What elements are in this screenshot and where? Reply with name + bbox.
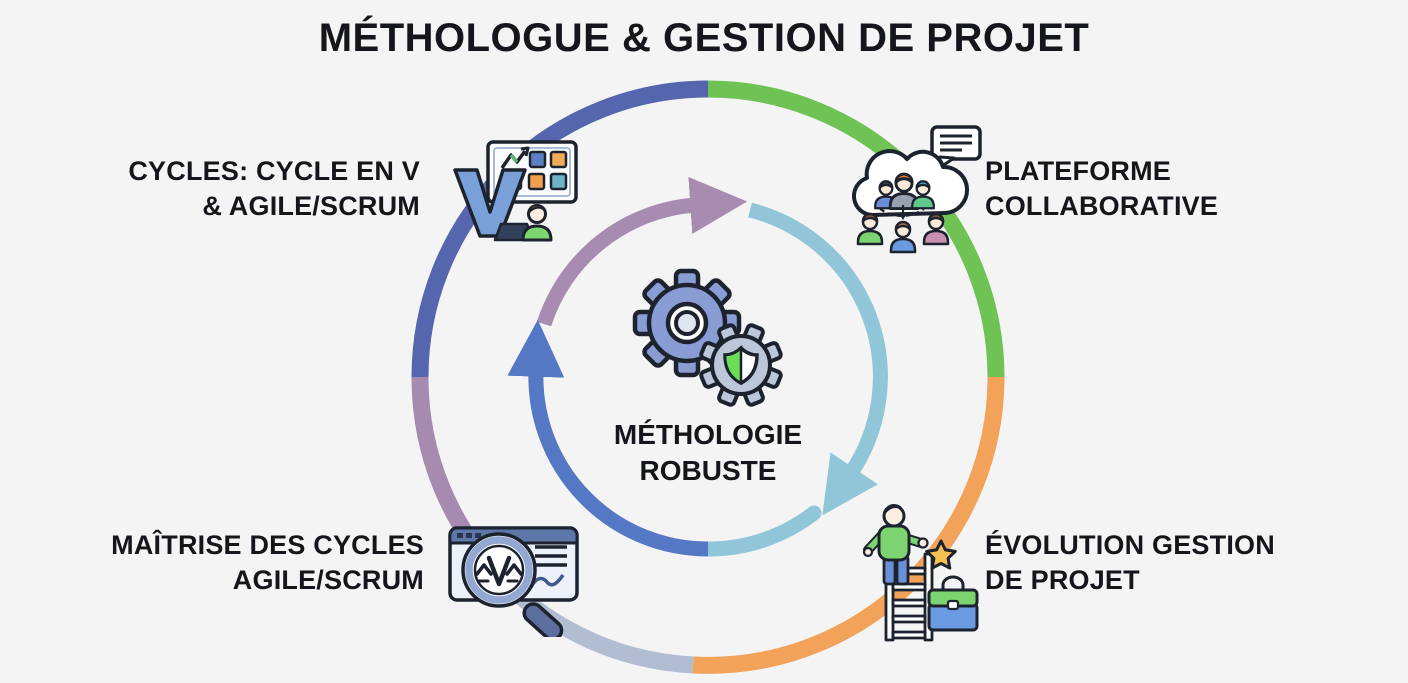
briefcase-icon — [927, 575, 979, 632]
inner-arrow-teal — [748, 202, 888, 516]
node-label-evolution-gestion: ÉVOLUTION GESTION DE PROJET — [985, 528, 1275, 598]
magnifier-review-icon — [448, 526, 579, 637]
node-label-line2: & AGILE/SCRUM — [202, 191, 420, 221]
node-label-line1: CYCLES: CYCLE EN V — [128, 156, 420, 186]
share-connectors — [879, 205, 925, 220]
letter-v-glyph — [453, 168, 527, 238]
center-label-line1: MÉTHOLOGIE — [613, 419, 803, 450]
v-cycle-dashboard-icon — [453, 140, 578, 242]
gear-small — [699, 323, 783, 407]
briefcase-handle — [941, 575, 965, 590]
speech-bubble-lines — [940, 134, 972, 152]
trend-line — [529, 574, 565, 588]
cloud-team — [874, 172, 935, 210]
person-hair-2 — [882, 503, 903, 516]
center-label-line2: ROBUSTE — [639, 455, 777, 486]
distributed-team — [856, 212, 950, 254]
node-label-line2: DE PROJET — [985, 565, 1140, 595]
node-label-line1: PLATEFORME — [985, 156, 1171, 186]
page-title: MÉTHOLOGUE & GESTION DE PROJET — [318, 16, 1090, 60]
person-green — [856, 212, 884, 246]
titlebar-dots — [457, 533, 481, 538]
document-lines — [535, 545, 567, 567]
person-teal-cap — [911, 180, 935, 210]
node-label-cycles-v-agile: CYCLES: CYCLE EN V & AGILE/SCRUM — [128, 154, 420, 224]
inner-arrow-blue — [507, 319, 709, 557]
v-cycle-glyphs — [475, 555, 523, 587]
center-label: MÉTHOLOGIE ROBUSTE — [508, 417, 908, 489]
tile-orange-2 — [527, 172, 546, 191]
tile-orange — [549, 150, 568, 169]
magnifier-handle — [522, 602, 564, 637]
inner-arrow-purple — [536, 176, 748, 327]
gears-shield-icon — [632, 268, 783, 407]
person-hand-right — [917, 537, 929, 549]
tile-teal — [549, 172, 568, 191]
down-arrow — [899, 213, 907, 220]
person-blue-2 — [889, 220, 917, 254]
node-label-maitrise-cycles: MAÎTRISE DES CYCLES AGILE/SCRUM — [111, 528, 424, 598]
gear-large-hub-center — [674, 310, 700, 336]
node-label-line1: MAÎTRISE DES CYCLES — [111, 530, 424, 560]
person-hand-left — [862, 546, 874, 558]
climbing-person — [862, 503, 929, 586]
cloud-collaboration-icon — [852, 125, 982, 254]
magnifier-rim — [465, 536, 533, 604]
person-pink — [922, 212, 950, 246]
person-torso — [877, 524, 911, 562]
briefcase-latch — [946, 599, 960, 611]
tile-blue — [528, 150, 547, 169]
node-label-plateforme-collaborative: PLATEFORME COLLABORATIVE — [985, 154, 1218, 224]
shield-green-half — [723, 344, 743, 386]
inner-cycle-arrows — [507, 176, 888, 557]
inner-arc-teal-tail — [700, 505, 822, 557]
career-ladder-star-icon — [862, 503, 979, 642]
node-label-line2: COLLABORATIVE — [985, 191, 1219, 221]
person-body — [521, 224, 553, 242]
dashboard-chart-zigzag — [500, 146, 530, 169]
star-icon — [925, 539, 957, 570]
person-hair — [527, 204, 546, 214]
person-gray-lead — [888, 172, 920, 210]
gear-large — [632, 268, 742, 378]
node-label-line2: AGILE/SCRUM — [232, 565, 424, 595]
node-label-line1: ÉVOLUTION GESTION — [985, 530, 1275, 560]
